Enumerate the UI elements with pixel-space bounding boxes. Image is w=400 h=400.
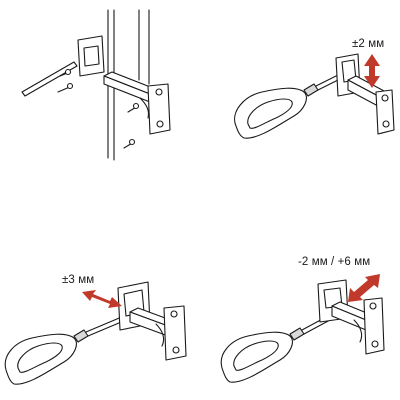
screw-icon [57, 68, 140, 149]
hinge-cup-plate [147, 83, 171, 135]
step-height-panel: ±2 мм [200, 0, 400, 200]
hinge-cup-plate [163, 305, 187, 361]
double-headed-arrow-icon [82, 290, 122, 308]
depth-adjust-illustration [220, 274, 385, 383]
hinge-knuckle [353, 319, 363, 343]
hinge-screw-hole [155, 88, 163, 96]
screwdriver-shaft [21, 61, 78, 97]
hinge-screw-hole [382, 120, 390, 128]
hinge-screw-hole [381, 94, 389, 102]
plate-slot [83, 45, 100, 67]
step-depth-panel: -2 мм / +6 мм [200, 200, 400, 400]
height-adjust-illustration [234, 53, 395, 139]
hinge-screw-hole [170, 310, 178, 318]
step-mounting-panel [0, 0, 200, 200]
hinge-screw-hole [156, 120, 164, 128]
screwdriver-icon [234, 69, 351, 139]
hinge-knuckle [155, 323, 165, 347]
lateral-adjust-illustration [4, 281, 187, 385]
hinge-cup-plate [375, 89, 395, 135]
hinge-knuckle [139, 97, 150, 119]
step-lateral-panel: ±3 мм [0, 200, 200, 400]
double-headed-arrow-icon [364, 54, 380, 88]
hinge-mounting-illustration [21, 9, 171, 161]
hinge-cup-plate [363, 297, 385, 355]
screwdriver-icon [4, 315, 127, 385]
hinge-screw-hole [371, 340, 379, 348]
hinge-screw-hole [369, 302, 377, 310]
lateral-adjust-label: ±3 мм [62, 274, 95, 286]
double-headed-arrow-icon [348, 274, 380, 302]
height-adjust-label: ±2 мм [352, 38, 385, 50]
screwdriver-icon [220, 315, 331, 383]
hinge-screw-hole [172, 346, 180, 354]
depth-adjust-label: -2 мм / +6 мм [298, 256, 371, 268]
